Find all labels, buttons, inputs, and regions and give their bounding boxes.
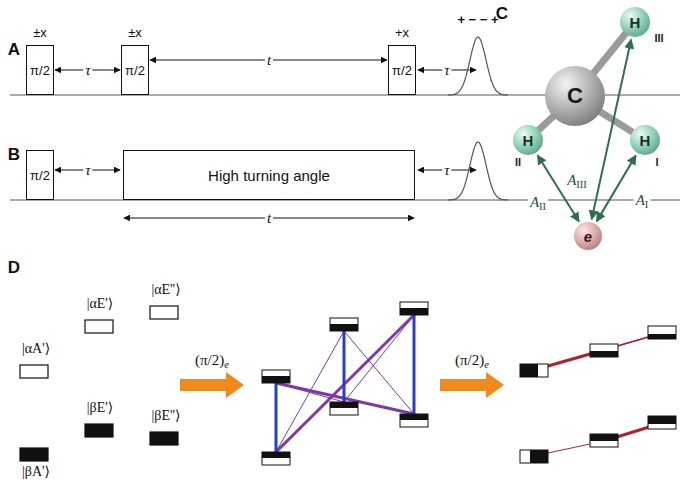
pulse-box: π/2+x bbox=[388, 45, 416, 95]
energy-levels bbox=[520, 326, 676, 463]
node-heading: ±x bbox=[128, 25, 142, 40]
delay-label: τ bbox=[83, 62, 92, 79]
energy-level bbox=[590, 344, 618, 357]
coupling-arrow bbox=[597, 155, 636, 221]
energy-level bbox=[262, 376, 290, 383]
transition-line bbox=[276, 315, 414, 452]
energy-level bbox=[330, 318, 358, 331]
panel-letter: A bbox=[8, 41, 20, 60]
node-label: π/2 bbox=[392, 63, 412, 78]
energy-level bbox=[590, 434, 618, 441]
energy-level bbox=[150, 432, 178, 445]
energy-level bbox=[85, 424, 113, 437]
energy-level bbox=[520, 364, 548, 377]
state-label: |αE'⟩ bbox=[87, 296, 114, 311]
electron: e bbox=[574, 222, 602, 250]
node-heading: ±x bbox=[33, 25, 47, 40]
energy-level bbox=[262, 370, 290, 383]
transition-line bbox=[275, 383, 278, 452]
energy-level bbox=[590, 351, 618, 357]
energy-level bbox=[400, 308, 428, 315]
energy-level bbox=[150, 306, 178, 319]
coupling-label: AI bbox=[634, 192, 651, 209]
energy-level bbox=[20, 448, 48, 461]
energy-level bbox=[330, 402, 358, 415]
energy-level bbox=[590, 434, 618, 447]
state-label: |βE'⟩ bbox=[87, 400, 113, 415]
delay-label: t bbox=[265, 210, 273, 227]
energy-level bbox=[20, 365, 48, 378]
energy-level bbox=[262, 452, 290, 465]
energy-level bbox=[330, 324, 358, 331]
energy-levels bbox=[262, 302, 428, 465]
echo-signal bbox=[448, 37, 508, 95]
pulse-box: π/2 bbox=[26, 150, 54, 200]
node-heading: I bbox=[655, 156, 658, 168]
delay-label: τ bbox=[442, 162, 451, 179]
state-label: |βE''⟩ bbox=[152, 408, 181, 423]
node-label: High turning angle bbox=[208, 167, 330, 184]
bond-line bbox=[591, 31, 628, 76]
pulse-box: High turning angle bbox=[123, 150, 415, 200]
energy-level bbox=[648, 334, 676, 339]
transition-line bbox=[343, 331, 346, 402]
node-label: C bbox=[567, 83, 583, 109]
energy-level bbox=[648, 326, 676, 339]
node-heading: III bbox=[654, 32, 663, 44]
pulse-box: π/2±x bbox=[121, 45, 149, 95]
pulse-box: π/2±x bbox=[26, 45, 54, 95]
node-label: H bbox=[640, 132, 651, 149]
energy-level bbox=[400, 414, 428, 420]
energy-level bbox=[520, 450, 548, 463]
panel-letter: B bbox=[8, 146, 20, 165]
delay-label: τ bbox=[442, 62, 451, 79]
panel-letter: C bbox=[496, 5, 508, 24]
energy-level bbox=[520, 364, 538, 377]
panel-letter: D bbox=[8, 259, 20, 278]
pulse-arrow bbox=[440, 372, 504, 398]
coupling-label: AII bbox=[528, 194, 548, 211]
energy-level bbox=[85, 320, 113, 333]
bond-line bbox=[597, 110, 636, 134]
connectors bbox=[536, 31, 636, 222]
hydrogen-atom: HI bbox=[630, 125, 660, 155]
node-heading: II bbox=[515, 156, 521, 168]
node-heading: +x bbox=[395, 25, 409, 40]
state-label: |αA'⟩ bbox=[22, 341, 50, 356]
coupling-arrow bbox=[538, 155, 579, 221]
coherence-line bbox=[534, 333, 662, 370]
energy-level bbox=[400, 302, 428, 315]
coherence-lines bbox=[534, 333, 662, 456]
hydrogen-atom: HII bbox=[513, 125, 543, 155]
node-label: e bbox=[584, 228, 592, 245]
transition-lines bbox=[276, 315, 414, 452]
state-label: |αE''⟩ bbox=[151, 282, 180, 297]
node-label: π/2 bbox=[30, 63, 50, 78]
pulse-arrow bbox=[180, 372, 244, 398]
carbon-atom: C bbox=[545, 66, 605, 126]
node-label: π/2 bbox=[30, 168, 50, 183]
delay-label: τ bbox=[83, 162, 92, 179]
hydrogen-atom: HIII bbox=[620, 7, 650, 37]
energy-level bbox=[530, 450, 548, 463]
state-label: |βA'⟩ bbox=[22, 464, 50, 479]
transition-line bbox=[413, 315, 416, 414]
echo-signal bbox=[448, 142, 508, 200]
energy-level bbox=[648, 416, 676, 424]
coupling-arrow bbox=[592, 40, 631, 220]
pulse-label: (π/2)e bbox=[195, 352, 229, 369]
delay-label: t bbox=[265, 52, 273, 69]
coupling-label: AIII bbox=[565, 172, 589, 189]
energy-level bbox=[400, 414, 428, 427]
energy-level bbox=[648, 416, 676, 429]
energy-level bbox=[330, 402, 358, 408]
phase-cycle: + − − + bbox=[457, 13, 498, 27]
node-label: π/2 bbox=[125, 63, 145, 78]
energy-level bbox=[262, 452, 290, 458]
node-label: H bbox=[523, 132, 534, 149]
node-label: H bbox=[630, 14, 641, 31]
pulse-label: (π/2)e bbox=[455, 352, 489, 369]
